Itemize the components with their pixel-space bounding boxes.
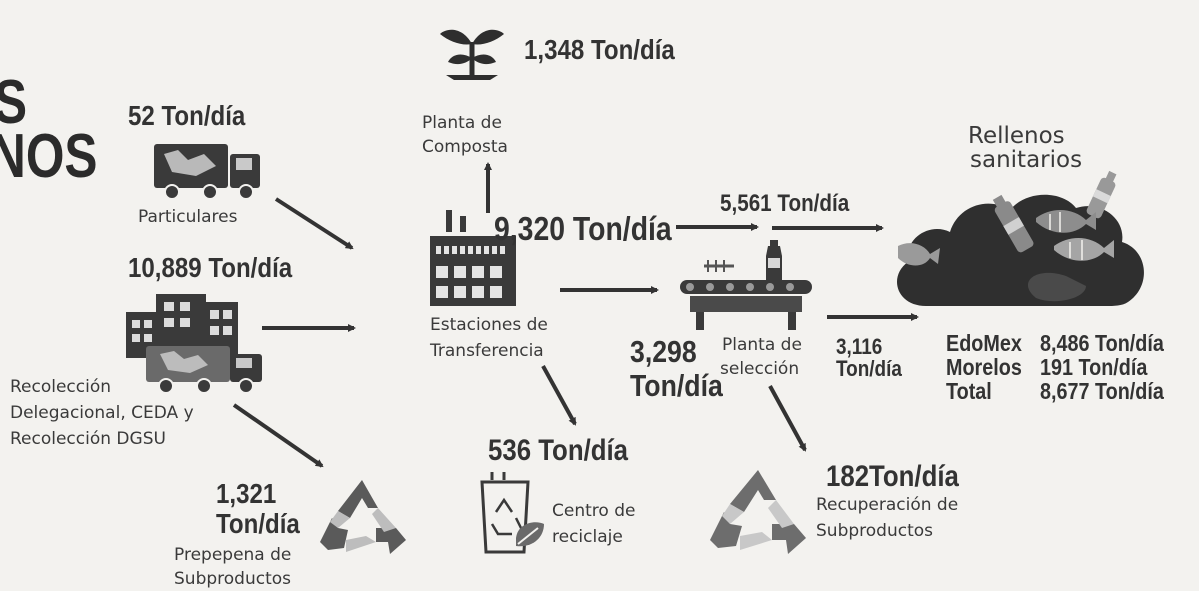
rellenos-label-1: Rellenos [968, 123, 1065, 149]
reciclaje-label-2: reciclaje [552, 527, 623, 547]
compost-label-1: Planta de [422, 113, 502, 133]
rellenos-row-name: Morelos [946, 354, 1022, 380]
arrow-particulares-to-transfer [274, 197, 354, 250]
compost-label-2: Composta [422, 137, 508, 157]
sorting-conveyor-icon [680, 240, 812, 330]
plant-sprout-icon [440, 29, 504, 80]
reciclaje-value: 536 Ton/día [488, 434, 629, 467]
recycling-bin-icon [480, 472, 544, 554]
seleccion-in-value-2: Ton/día [630, 368, 723, 403]
compost-value: 1,348 Ton/día [524, 34, 675, 65]
rellenos-row-value: 8,486 Ton/día [1040, 330, 1164, 356]
rellenos-label-2: sanitarios [970, 147, 1083, 173]
rellenos-flow-value: 5,561 Ton/día [720, 190, 850, 217]
recuperacion-label-2: Subproductos [816, 521, 933, 541]
arrow-seleccion-to-recuperacion [768, 385, 807, 452]
prepepena-value-1: 1,321 [216, 478, 277, 509]
recoleccion-label-1: Recolección [10, 377, 112, 397]
page-title-line1: S [0, 72, 27, 134]
seleccion-out-value-1: 3,116 [836, 334, 883, 359]
recoleccion-value: 10,889 Ton/día [128, 252, 293, 283]
seleccion-out-value-2: Ton/día [836, 356, 902, 381]
arrow-recoleccion-to-prepepena [232, 403, 324, 468]
transferencia-label-1: Estaciones de [430, 315, 548, 335]
prepepena-label-2: Subproductos [174, 569, 291, 589]
particulares-value: 52 Ton/día [128, 100, 246, 131]
city-truck-icon [126, 294, 262, 394]
rellenos-row-name: Total [946, 378, 992, 404]
truck-icon [154, 144, 260, 200]
landfill-icon [896, 170, 1144, 306]
seleccion-label-2: selección [720, 359, 800, 379]
rellenos-row-name: EdoMex [946, 330, 1022, 356]
transferencia-label-2: Transferencia [430, 341, 544, 361]
recuperacion-value: 182Ton/día [826, 460, 959, 493]
reciclaje-label-1: Centro de [552, 501, 636, 521]
factory-icon [430, 210, 516, 306]
particulares-label: Particulares [138, 207, 238, 227]
seleccion-label-1: Planta de [722, 335, 802, 355]
transferencia-value: 9,320 Ton/día [494, 210, 672, 247]
recoleccion-label-2: Delegacional, CEDA y [10, 403, 194, 423]
page-title-line2: NOS [0, 122, 98, 191]
recuperacion-label-1: Recuperación de [816, 495, 959, 515]
rellenos-row-value: 8,677 Ton/día [1040, 378, 1164, 404]
arrow-transfer-to-reciclaje [541, 365, 577, 426]
recycle-arrows-icon [710, 470, 806, 554]
seleccion-in-value-1: 3,298 [630, 334, 697, 369]
rellenos-row-value: 191 Ton/día [1040, 354, 1148, 380]
prepepena-label-1: Prepepena de [174, 545, 292, 565]
recoleccion-label-3: Recolección DGSU [10, 429, 166, 449]
prepepena-value-2: Ton/día [216, 508, 300, 539]
recycle-icon [320, 480, 406, 554]
